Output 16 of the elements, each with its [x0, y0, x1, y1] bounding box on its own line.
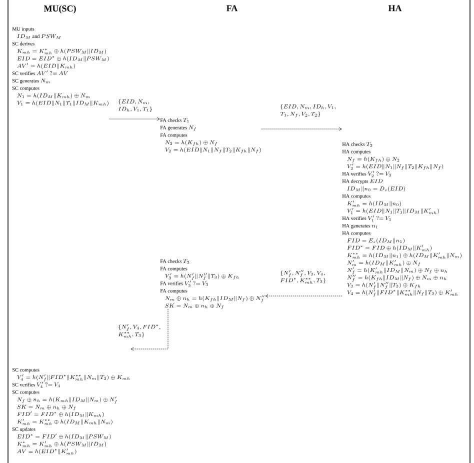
step-list: $\text{MU inputs}$ $ID_M \text{ and } PSW_M$ $\text{SC derives}$ $K_{mh}=K_{mh}^{*}\oplus h(PSW_M\Vert ID_M)$ $EID=EID^{*}\oplus h(ID_M\Vert PSW_M)$ $AV'=h(EID\Vert K_{mh})$ $\text{SC verifies } AV'\ ?{=}\ AV$ $\text{SC generates } N_m$ $\text{SC computes}$ $N_1=h(ID_M\Vert K_{mh})\oplus N_m$ $V_1=h(EID\Vert N_1\Vert T_1\Vert ID_M\Vert K_{mh})$: [12, 27, 109, 106]
message-label: $\{EID,N_m,\allowbreak ID_h,V_1,T_1\}$: [118, 99, 152, 112]
message-label: $\{EID,N_m,ID_h,V_1,\allowbreak T_1,N_f,V_2,T_2\}$: [280, 104, 336, 118]
message-arrow: [109, 117, 160, 121]
message-label: $\{N_f',V_4,FID^{*},\allowbreak K_{mh}^{**},T_3\}$: [118, 324, 160, 338]
step-list: $\text{FA checks } T_1$ $\text{FA generates } N_f$ $\text{FA computes}$ $N_2=h(K_{fh})\oplus N_f$ $V_2=h(EID\Vert N_1\Vert N_f\Vert T_2\Vert K_{fh}\Vert N_f)$: [160, 118, 261, 154]
message-arrow: [130, 308, 168, 351]
column-header: FA: [226, 5, 238, 12]
column-header: HA: [388, 5, 402, 12]
message-arrow: [265, 294, 342, 298]
step-list: $\text{HA checks } T_2$ $\text{HA computes}$ $N_f=h(K_{fh})\oplus N_2$ $V_2'=h(EID\Vert N_1\Vert N_f\Vert T_2\Vert K_{fh}\Vert N_f)$ $\text{HA verifies } V_2'\ ?{=}\ V_2$ $\text{HA decrypts } EID$ $ID_M\Vert n_0=D_s(EID)$ $\text{HA computes}$ $K_{mh}'=h(ID_M\Vert n_0)$ $V_1'=h(EID\Vert N_1\Vert T_1\Vert ID_M\Vert K_{mh}')$ $\text{HA verifies } V_1'\ ?{=}\ V_1$ $\text{HA generates } n_1$ $\text{HA computes}$ $FID=E_s(ID_M\Vert n_1)$ $FID^{*}=FID\oplus h(ID_M\Vert K_{mh}')$ $K_{mh}^{**}=h(ID_M\Vert n_1)\oplus h(ID_M\Vert K_{mh}'\Vert N_m)$ $N_m'=h(ID_M\Vert K_{mh}')\oplus N_f$ $N_f'=h(K_{mh}'\Vert ID_M\Vert N_m)\oplus N_f\oplus n_h$ $N_f''=h(K_{fh}\Vert ID_M\Vert N_f)\oplus N_m\oplus n_h$ $V_3=h(N_f'\Vert N_f''\Vert T_3)\oplus K_{fh}$ $V_4=h(N_f'\Vert FID^{*}\Vert K_{mh}^{**}\Vert N_f\Vert T_3)\oplus K_{mh}'$: [342, 142, 462, 296]
message-label: $\{N_f',N_f'',V_3,V_4,\allowbreak FID^{*},K_{mh}^{**},T_3\}$: [280, 270, 326, 284]
message-arrow: [261, 127, 342, 131]
step-list: $\text{FA checks } T_3$ $\text{FA computes}$ $V_3'=h(N_f'\Vert N_f''\Vert T_3)\oplus K_{fh}$ $\text{FA verifies } V_3'\ ?{=}\ V_3$ $\text{FA computes}$ $N_m\oplus n_h=h(K_{fh}\Vert ID_M\Vert N_f)\oplus N_f''$ $SK=N_m\oplus n_h\oplus N_f$: [160, 259, 264, 309]
column-header: MU(SC): [44, 5, 76, 14]
step-list: $\text{SC computes}$ $V_4'=h(N_f'\Vert FID^{*}\Vert K_{mh}^{**}\Vert N_m\Vert T_3)\oplus K_{mh}$ $\text{SC verifies } V_4'\ ?{=}\ V_4$ $\text{SC computes}$ $N_f\oplus n_h=h(K_{mh}\Vert ID_M\Vert N_m)\oplus N_f'$ $SK=N_m\oplus n_h\oplus N_f$ $FID'=FID^{*}\oplus h(ID_M\Vert K_{mh})$ $K_{mh}'=K_{mh}^{**}\oplus h(ID_M\Vert K_{mh}\Vert N_m)$ $\text{SC updates}$ $EID^{*}=FID'\oplus h(ID_M\Vert PSW_M)$ $K_{mh}^{*}=K_{mh}'\oplus h(PSW_M\Vert ID_M)$ $AV=h(EID^{*}\Vert K_{mh}')$: [12, 368, 130, 455]
